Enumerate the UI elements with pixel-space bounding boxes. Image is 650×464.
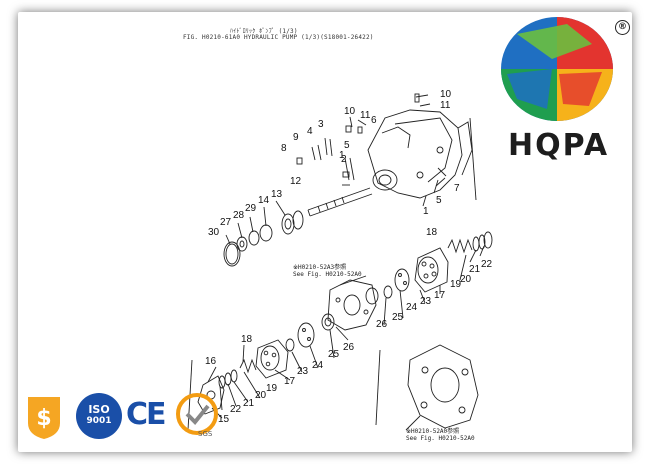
ref-note-jp: ※H0210-52A3参照 bbox=[293, 264, 347, 271]
left-cylinder-assembly bbox=[197, 313, 335, 415]
ce-mark: CE bbox=[126, 397, 166, 432]
part-number: 10 bbox=[440, 89, 452, 100]
part-number: 21 bbox=[469, 264, 481, 275]
part-number: 28 bbox=[233, 210, 245, 221]
part-number: 1 bbox=[423, 206, 429, 217]
iso-badge: ISO 9001 bbox=[76, 393, 122, 439]
part-number: 18 bbox=[241, 334, 253, 345]
part-number: 26 bbox=[343, 342, 355, 353]
part-number: 19 bbox=[266, 383, 278, 394]
part-number: 24 bbox=[312, 360, 324, 371]
drive-shaft bbox=[307, 187, 373, 217]
part-number: 7 bbox=[454, 183, 460, 194]
part-number: 6 bbox=[371, 115, 377, 126]
part-number: 16 bbox=[205, 356, 217, 367]
part-number: 23 bbox=[297, 366, 309, 377]
part-number: 12 bbox=[290, 176, 302, 187]
part-number: 19 bbox=[450, 279, 462, 290]
part-number: 22 bbox=[230, 404, 242, 415]
part-number: 13 bbox=[271, 189, 283, 200]
part-number: 17 bbox=[434, 290, 446, 301]
part-number: 10 bbox=[344, 106, 356, 117]
part-number: 15 bbox=[218, 414, 230, 425]
svg-text:$: $ bbox=[36, 406, 51, 431]
part-number: 26 bbox=[376, 319, 388, 330]
part-number: 11 bbox=[440, 100, 451, 111]
part-number: 30 bbox=[208, 227, 220, 238]
part-number: 8 bbox=[281, 143, 287, 154]
ref-note: See Fig. H0210-52A0 bbox=[406, 435, 475, 442]
part-number: 27 bbox=[220, 217, 232, 228]
shield-dollar-icon: $ bbox=[28, 397, 60, 439]
part-number: 29 bbox=[245, 203, 257, 214]
part-number: 17 bbox=[284, 376, 296, 387]
iso-label: ISO bbox=[88, 403, 110, 416]
part-number: 25 bbox=[328, 349, 340, 360]
part-number: 3 bbox=[318, 119, 324, 130]
figure-title-jp: ﾊｲﾄﾞﾛﾘｯｸ ﾎﾟﾝﾌﾟ (1/3) bbox=[230, 28, 298, 35]
part-number: 5 bbox=[344, 140, 350, 151]
part-number: 18 bbox=[426, 227, 438, 238]
part-number: 22 bbox=[481, 259, 493, 270]
part-number: 25 bbox=[392, 312, 404, 323]
figure-title: FIG. H0210-61A0 HYDRAULIC PUMP (1/3)(S18… bbox=[183, 34, 374, 41]
part-number: 11 bbox=[360, 110, 371, 121]
part-number: 2 bbox=[341, 154, 347, 165]
brand-name: HQPA bbox=[508, 128, 610, 163]
part-number: 9 bbox=[293, 132, 299, 143]
part-number: 1 bbox=[339, 150, 345, 161]
part-number: 23 bbox=[420, 296, 432, 307]
part-number: 24 bbox=[406, 302, 418, 313]
part-number: 20 bbox=[255, 390, 267, 401]
pump-housing bbox=[367, 109, 473, 199]
registered-mark: ® bbox=[615, 20, 630, 35]
iso-number: 9001 bbox=[86, 416, 112, 426]
ref-note-jp: ※H0210-52A0参照 bbox=[406, 428, 460, 435]
part-number: 5 bbox=[436, 195, 442, 206]
sgs-check-icon bbox=[176, 393, 218, 435]
part-number: 4 bbox=[307, 126, 313, 137]
part-number: 20 bbox=[460, 274, 472, 285]
ref-note: See Fig. H0210-52A0 bbox=[293, 271, 362, 278]
part-number: 14 bbox=[258, 195, 270, 206]
brand-logo-icon bbox=[501, 17, 613, 121]
end-cover-plate bbox=[407, 344, 479, 429]
part-number: 21 bbox=[243, 398, 255, 409]
sgs-label: SGS bbox=[198, 430, 213, 438]
